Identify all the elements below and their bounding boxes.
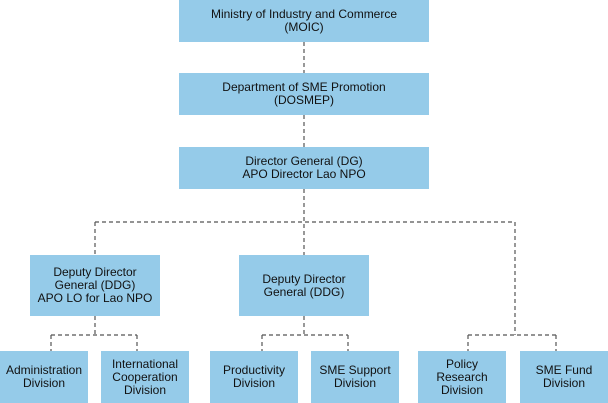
- node-sme-fund-division: SME Fund Division: [520, 351, 608, 403]
- node-admin-line-1: Administration: [5, 363, 83, 377]
- node-prod-line-2: Division: [232, 376, 275, 390]
- node-dosmep: Department of SME Promotion (DOSMEP): [179, 73, 429, 115]
- node-deputy-director-general-1: Deputy Director General (DDG) APO LO for…: [30, 255, 160, 316]
- node-ddg2-line-1: Deputy Director: [262, 271, 346, 286]
- node-ddg1-line-2: General (DDG): [54, 278, 136, 292]
- node-sme-support-line-2: Division: [333, 376, 376, 390]
- node-moic: Ministry of Industry and Commerce (MOIC): [179, 0, 429, 42]
- node-sme-support-line-1: SME Support: [319, 363, 391, 377]
- node-ddg1-line-3: APO LO for Lao NPO: [37, 291, 153, 305]
- node-intl-line-1: International: [111, 356, 179, 371]
- node-policy-line-1: Policy: [445, 356, 478, 371]
- node-deputy-director-general-2: Deputy Director General (DDG): [239, 255, 369, 316]
- node-intl-line-2: Cooperation: [112, 369, 178, 384]
- node-dg-line-2: APO Director Lao NPO: [242, 167, 366, 181]
- node-ddg1-line-1: Deputy Director: [53, 265, 137, 279]
- node-sme-support-division: SME Support Division: [311, 351, 399, 403]
- node-moic-line-2: (MOIC): [284, 20, 324, 34]
- node-admin-line-2: Division: [22, 376, 65, 390]
- node-sme-fund-line-2: Division: [542, 376, 585, 390]
- node-productivity-division: Productivity Division: [210, 351, 298, 403]
- node-policy-line-3: Division: [440, 382, 483, 397]
- node-sme-fund-line-1: SME Fund: [535, 363, 593, 377]
- node-ddg2-line-2: General (DDG): [263, 284, 345, 299]
- node-international-cooperation-division: International Cooperation Division: [101, 351, 189, 403]
- node-director-general: Director General (DG) APO Director Lao N…: [179, 147, 429, 189]
- node-policy-line-2: Research: [436, 369, 488, 384]
- node-policy-research-division: Policy Research Division: [418, 351, 506, 403]
- node-moic-line-1: Ministry of Industry and Commerce: [210, 7, 398, 21]
- node-dosmep-line-2: (DOSMEP): [274, 93, 334, 107]
- node-intl-line-3: Division: [123, 382, 166, 397]
- node-dg-line-1: Director General (DG): [245, 154, 363, 168]
- node-administration-division: Administration Division: [0, 351, 88, 403]
- node-prod-line-1: Productivity: [222, 363, 286, 377]
- node-dosmep-line-1: Department of SME Promotion: [222, 80, 386, 94]
